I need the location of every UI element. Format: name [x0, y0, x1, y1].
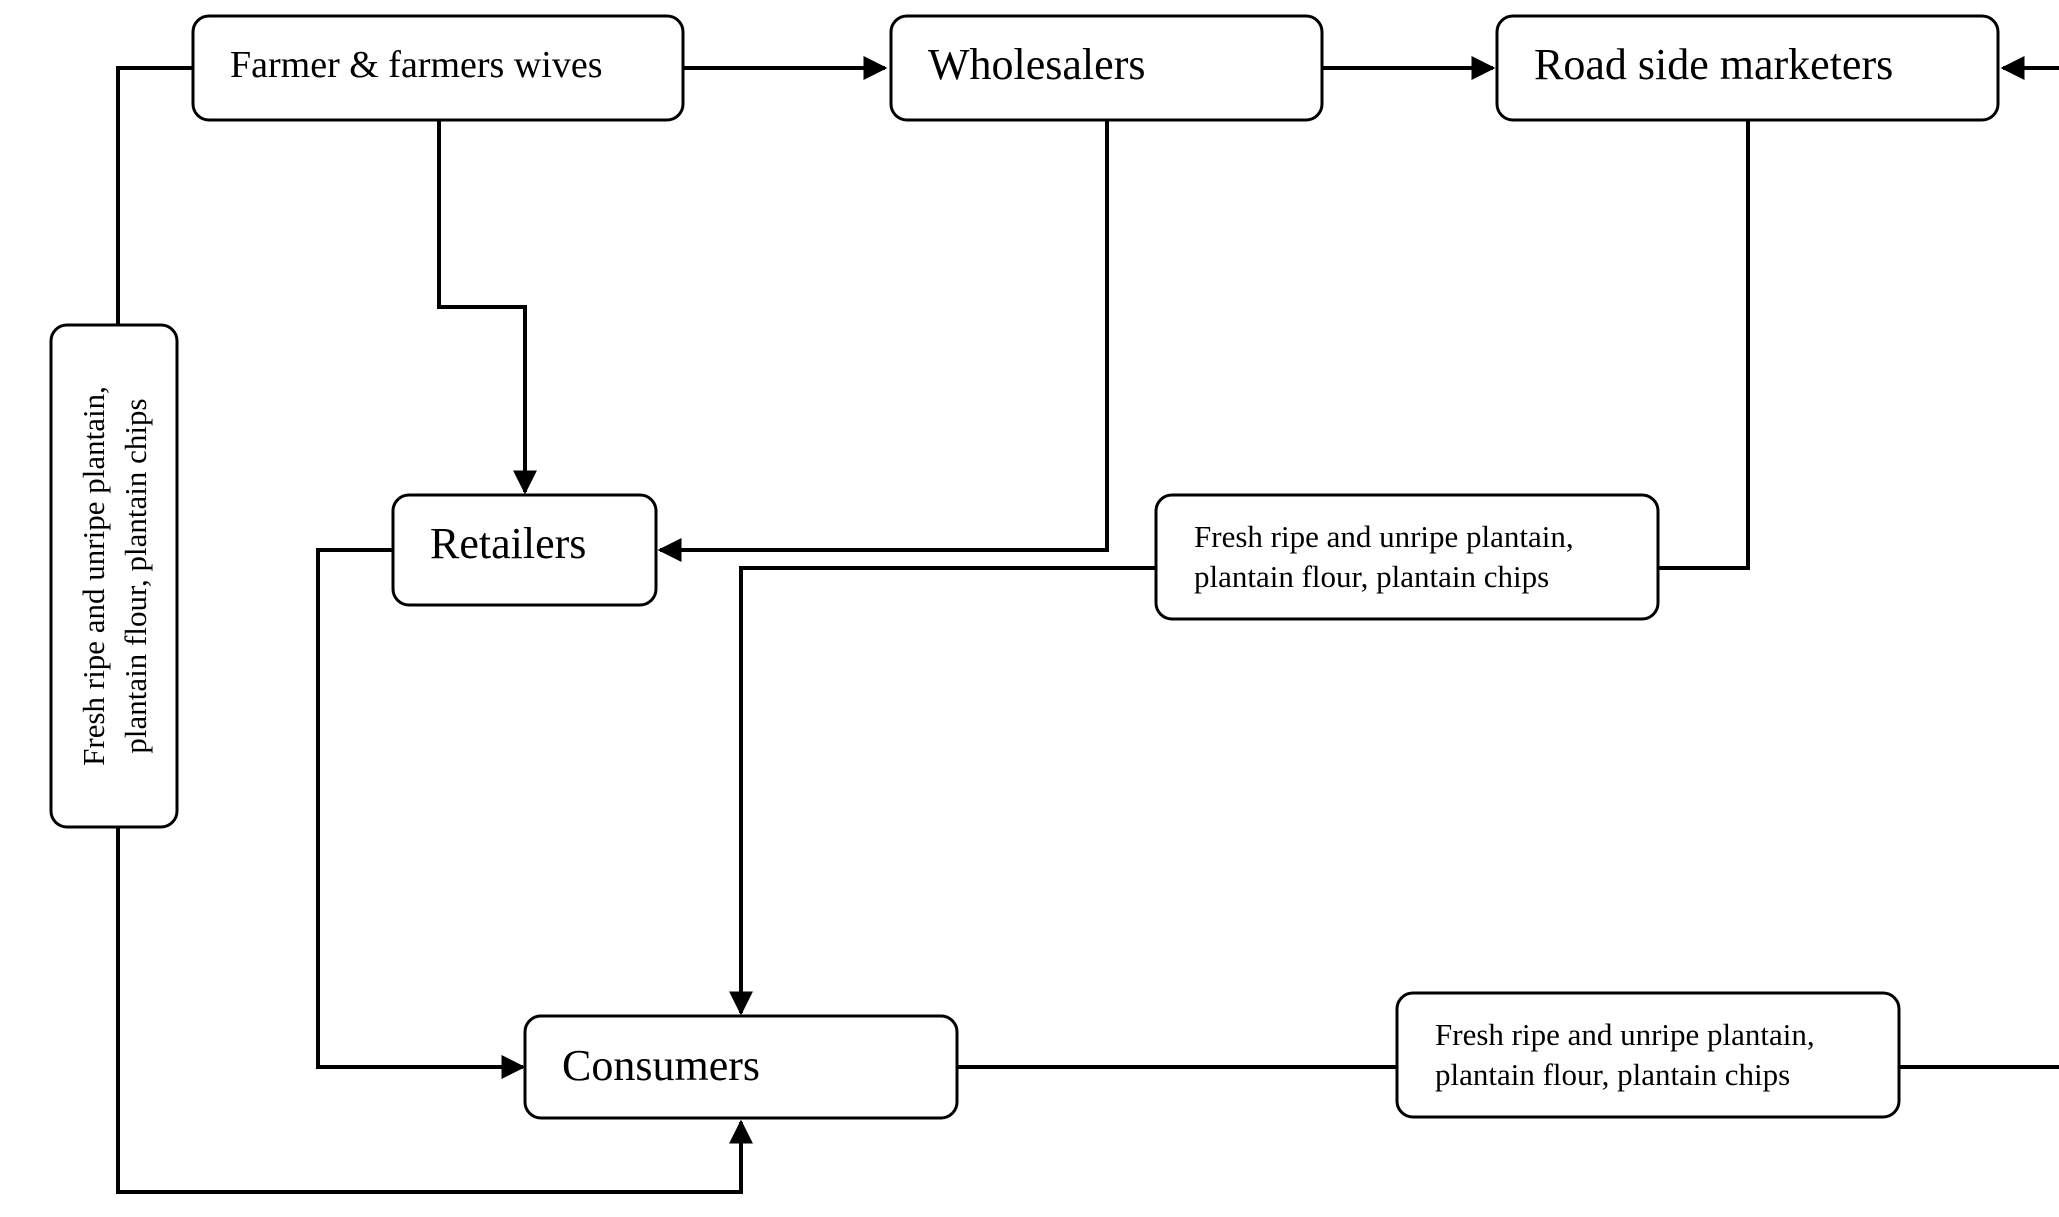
- node-consumers: Consumers: [523, 1014, 959, 1120]
- products-label-bottom-line1: Fresh ripe and unripe plantain,: [1435, 1017, 1815, 1052]
- edge-farmers-left-loop-top: [116, 66, 193, 325]
- products-label-left-line1: Fresh ripe and unripe plantain,: [76, 386, 111, 766]
- products-label-middle-line2: plantain flour, plantain chips: [1194, 559, 1549, 594]
- node-farmers: Farmer & farmers wives: [191, 14, 685, 122]
- node-retailers: Retailers: [391, 493, 658, 607]
- node-consumers-label: Consumers: [562, 1041, 760, 1090]
- edge-roadside-to-consumers: [1658, 120, 1750, 570]
- edge-retailers-to-consumers: [316, 548, 526, 1079]
- node-farmers-label: Farmer & farmers wives: [230, 44, 603, 86]
- edge-wholesalers-to-retailers: [657, 120, 1109, 562]
- node-roadside-marketers-label: Road side marketers: [1534, 40, 1893, 89]
- node-wholesalers: Wholesalers: [889, 14, 1324, 122]
- products-label-left: Fresh ripe and unripe plantain, plantain…: [49, 323, 179, 829]
- products-label-left-line2: plantain flour, plantain chips: [118, 398, 153, 753]
- node-roadside-marketers: Road side marketers: [1495, 14, 2000, 122]
- edge-middle-label-to-consumers: [729, 566, 1156, 1016]
- edge-farmers-to-retailers: [437, 120, 537, 495]
- node-retailers-label: Retailers: [430, 519, 586, 568]
- products-label-bottom-line2: plantain flour, plantain chips: [1435, 1057, 1790, 1092]
- edge-farmers-left-loop-bottom: [116, 827, 753, 1194]
- node-wholesalers-label: Wholesalers: [928, 40, 1145, 89]
- products-label-middle-line1: Fresh ripe and unripe plantain,: [1194, 519, 1574, 554]
- products-label-bottom: Fresh ripe and unripe plantain, plantain…: [1395, 991, 1901, 1119]
- products-label-middle: Fresh ripe and unripe plantain, plantain…: [1154, 493, 1660, 621]
